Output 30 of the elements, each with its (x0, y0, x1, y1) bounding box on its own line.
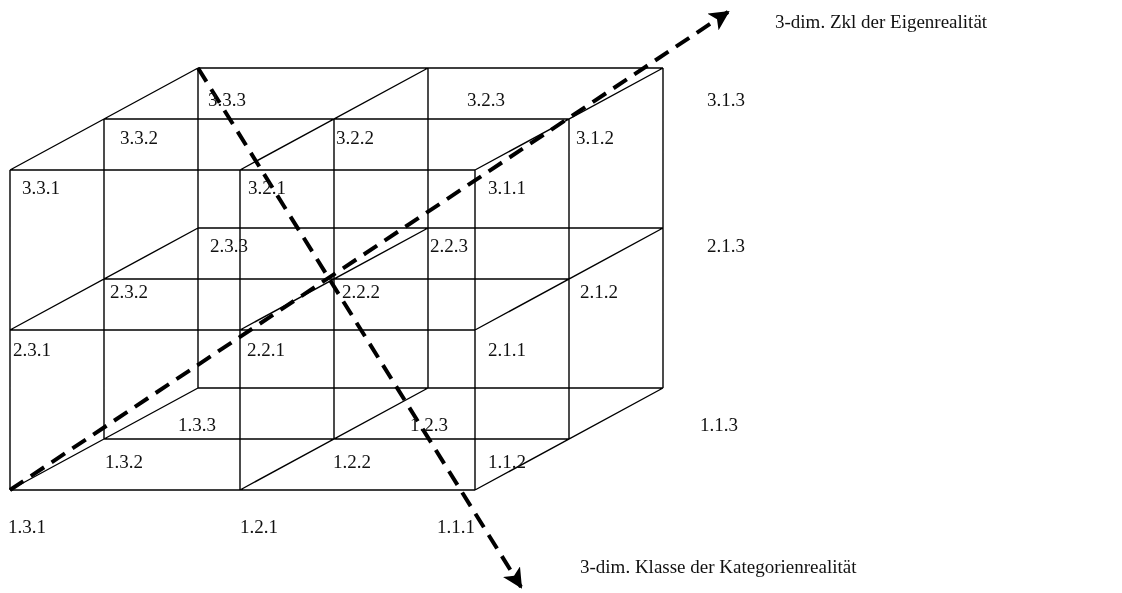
point-label: 2.1.3 (707, 235, 745, 257)
point-label: 2.1.2 (580, 281, 618, 303)
point-label: 1.1.1 (437, 516, 475, 538)
point-label: 3.3.2 (120, 127, 158, 149)
point-label: 2.2.1 (247, 339, 285, 361)
point-label: 1.1.3 (700, 414, 738, 436)
point-label: 2.1.1 (488, 339, 526, 361)
point-label: 2.3.1 (13, 339, 51, 361)
point-label: 1.2.1 (240, 516, 278, 538)
point-label: 3.1.2 (576, 127, 614, 149)
point-label: 3.3.3 (208, 89, 246, 111)
point-label: 3.2.2 (336, 127, 374, 149)
point-label: 1.2.3 (410, 414, 448, 436)
point-label: 2.3.2 (110, 281, 148, 303)
point-label: 1.2.2 (333, 451, 371, 473)
point-label: 3.1.3 (707, 89, 745, 111)
point-label: 3.2.3 (467, 89, 505, 111)
point-label: 2.2.3 (430, 235, 468, 257)
point-label: 3.1.1 (488, 177, 526, 199)
point-label: 3.2.1 (248, 177, 286, 199)
point-label: 3.3.1 (22, 177, 60, 199)
dashed-arrow (8, 10, 730, 492)
arrow-caption: 3-dim. Klasse der Kategorienrealität (580, 556, 857, 578)
point-label: 1.3.3 (178, 414, 216, 436)
point-label: 2.2.2 (342, 281, 380, 303)
dashed-arrow (196, 66, 523, 589)
point-label: 1.3.1 (8, 516, 46, 538)
arrow-caption: 3-dim. Zkl der Eigenrealität (775, 11, 988, 33)
point-label: 1.1.2 (488, 451, 526, 473)
point-label: 1.3.2 (105, 451, 143, 473)
